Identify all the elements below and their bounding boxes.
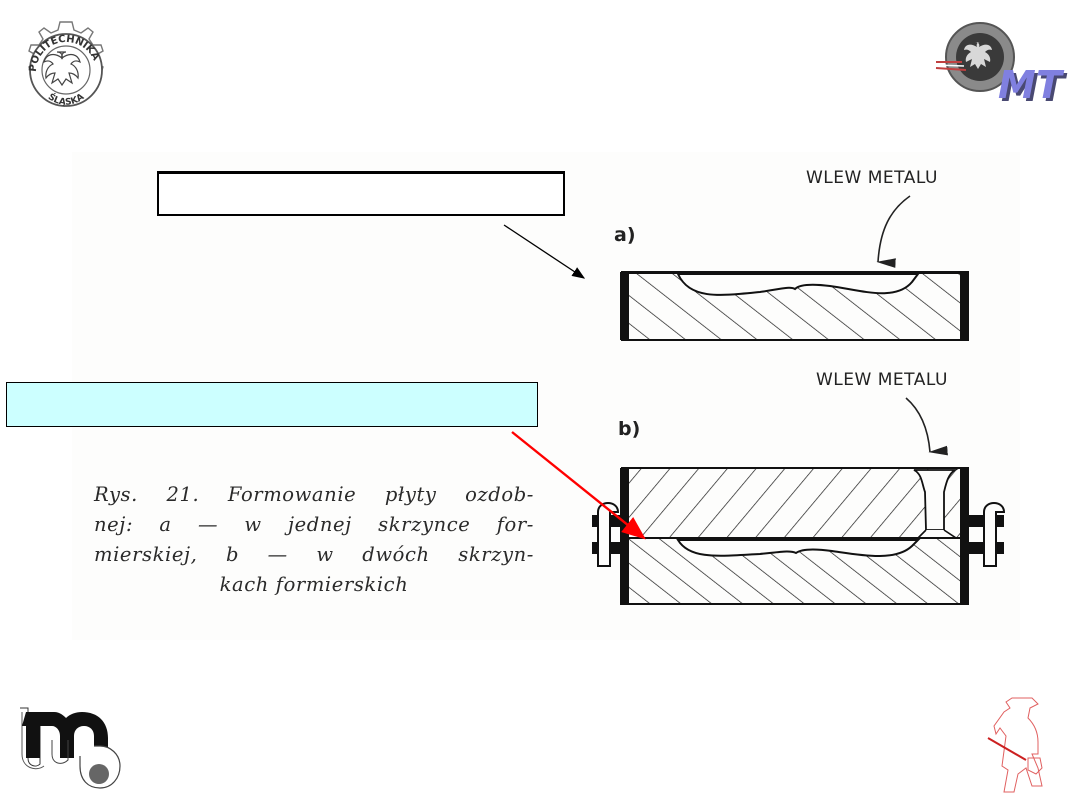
diagram-a-single-flask [620, 195, 969, 341]
politechnika-mt-logo-icon: MT MT [935, 22, 1068, 110]
callout-b-arrow [511, 431, 646, 540]
diagram-a-label: a) [614, 224, 636, 246]
caption-line: Rys. 21. Formowanie płyty ozdob- [94, 483, 534, 506]
diagram-b-annotation: WLEW METALU [816, 370, 948, 390]
callout-box-a[interactable] [157, 171, 565, 216]
callout-box-b[interactable] [6, 382, 538, 427]
caption-line: nej: a — w jednej skrzynce for- [94, 513, 534, 536]
caption-line: mierskiej, b — w dwóch skrzyn- [94, 543, 534, 566]
politechnika-slaska-emblem-icon: POLITECHNIKA ŚLĄSKA [28, 21, 104, 108]
callout-a-arrow [503, 224, 586, 279]
figure-caption: Rys. 21. Formowanie płyty ozdob- nej: a … [94, 480, 534, 600]
diagram-b-label: b) [618, 418, 641, 440]
svg-text:MT: MT [998, 63, 1065, 107]
foundry-worker-with-ladle-icon [987, 697, 1043, 793]
caption-line: kach formierskich [219, 573, 409, 596]
diagram-a-annotation: WLEW METALU [806, 168, 938, 188]
imb-logo-icon [20, 707, 121, 789]
svg-text:MT: MT [1001, 66, 1068, 110]
diagram-b-two-flasks [592, 397, 1006, 605]
